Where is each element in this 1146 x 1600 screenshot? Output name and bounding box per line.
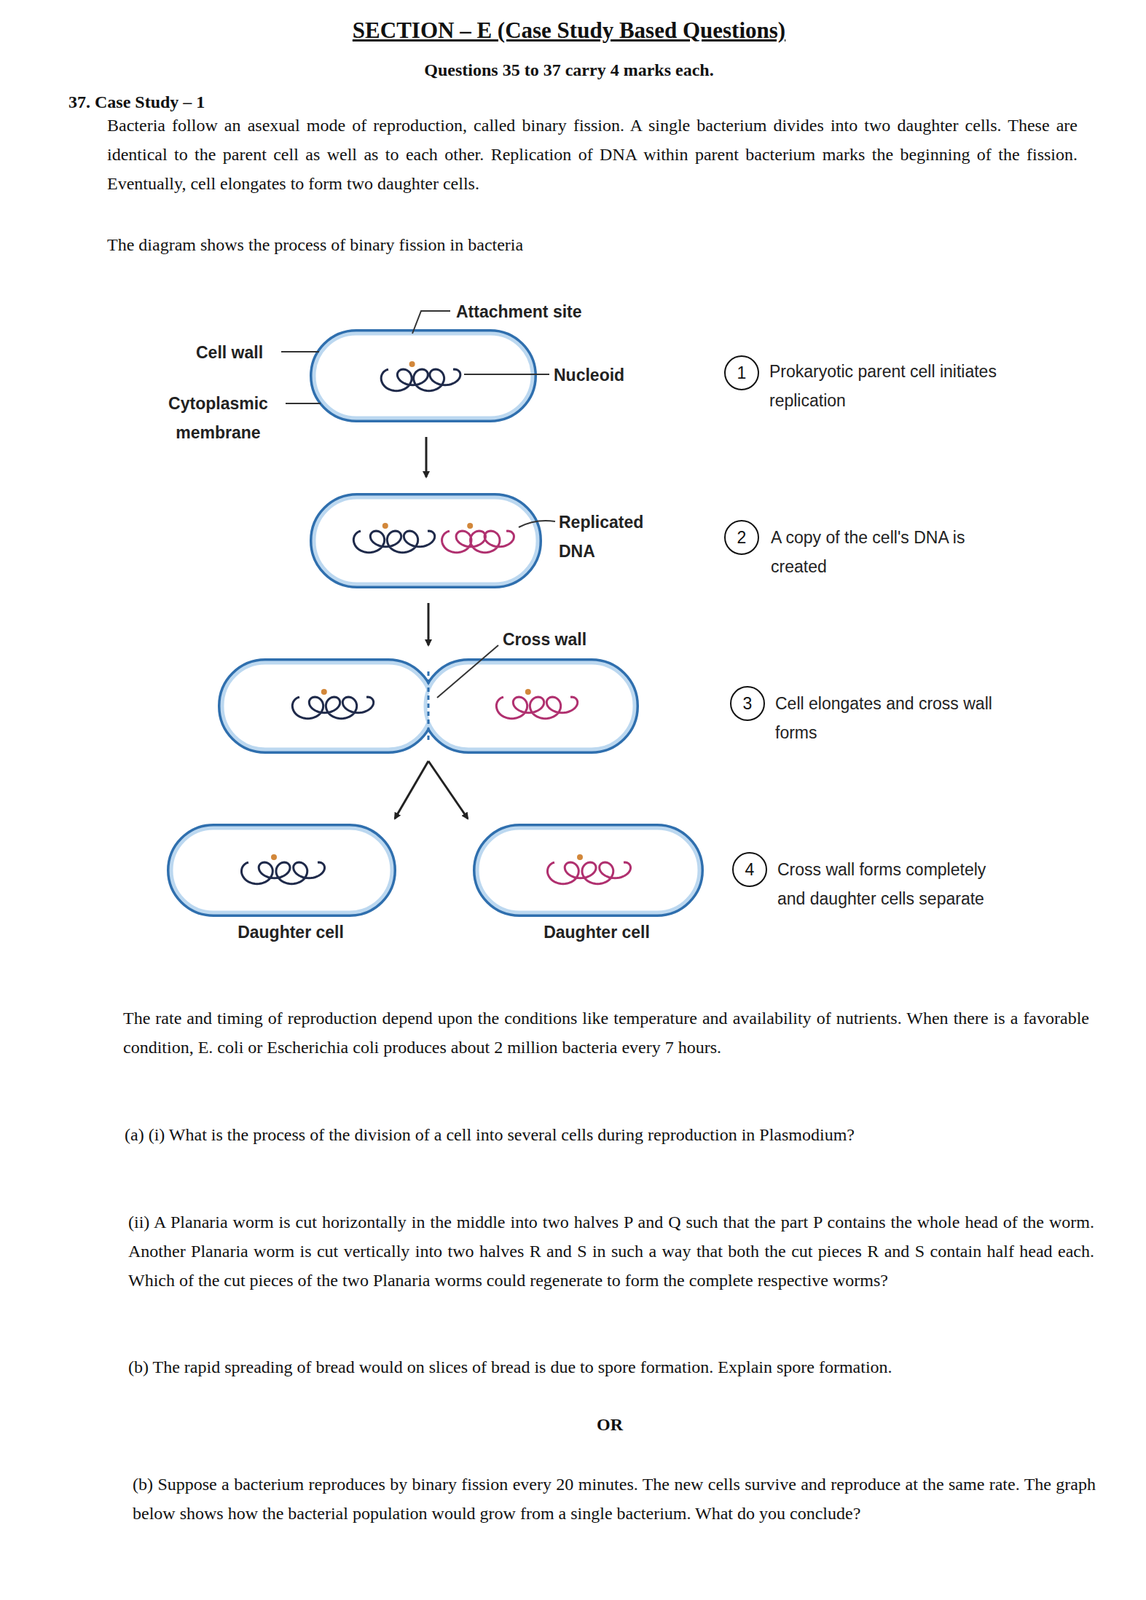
diagram-intro: The diagram shows the process of binary … [107, 230, 524, 260]
step-circle: 1 [724, 355, 760, 391]
question-text: (ii) A Planaria worm is cut horizontally… [128, 1207, 1095, 1296]
part-label: Cross wall [502, 625, 587, 655]
dna-strand [442, 531, 515, 553]
cell-label: Daughter cell [509, 917, 685, 948]
callout-number: 3 [743, 694, 753, 714]
dna-strand [496, 697, 578, 720]
question-text: (a) (i) What is the process of the divis… [124, 1120, 1091, 1150]
step-circle: 4 [732, 852, 768, 888]
part-label: Attachment site [456, 297, 583, 327]
dna-strand [547, 862, 631, 885]
case-paragraph: Bacteria follow an asexual mode of repro… [107, 110, 1078, 199]
step-text: Cross wall forms completely and daughter… [777, 855, 996, 914]
dna-strand [292, 697, 374, 720]
part-label: Nucleoid [553, 360, 625, 390]
attachment-site [382, 523, 389, 529]
part-label: Cell wall [195, 338, 264, 368]
step-text: Prokaryotic parent cell initiates replic… [769, 356, 1003, 416]
cell-label: Daughter cell [203, 917, 379, 948]
step-text: A copy of the cell's DNA is created [770, 523, 1023, 582]
step-circle: 2 [724, 520, 760, 556]
part-label: Replicated DNA [558, 507, 676, 567]
step-text: Cell elongates and cross wall forms [775, 689, 1009, 748]
attachment-site [409, 361, 416, 368]
part-label: Cytoplasmic membrane [154, 389, 282, 448]
question-number: 37. Case Study – 1 [68, 87, 205, 117]
question-text: (b) The rapid spreading of bread would o… [128, 1352, 1095, 1383]
question-text: (b) Suppose a bacterium reproduces by bi… [132, 1470, 1096, 1529]
attachment-site [271, 854, 277, 861]
attachment-site [466, 523, 473, 529]
attachment-site [525, 689, 532, 696]
dna-strand [381, 369, 461, 392]
dna-strand [241, 862, 325, 885]
callout-number: 2 [737, 528, 747, 548]
marks-note: Questions 35 to 37 carry 4 marks each. [277, 55, 861, 85]
callout-number: 4 [745, 860, 755, 881]
or-separator: OR [536, 1410, 683, 1440]
step-circle: 3 [730, 686, 765, 722]
attachment-site [321, 689, 328, 696]
attachment-site [577, 854, 583, 861]
section-title: SECTION – E (Case Study Based Questions) [241, 16, 897, 46]
dna-strand [353, 531, 435, 553]
case-paragraph: The rate and timing of reproduction depe… [123, 1003, 1090, 1063]
callout-number: 1 [737, 363, 747, 384]
